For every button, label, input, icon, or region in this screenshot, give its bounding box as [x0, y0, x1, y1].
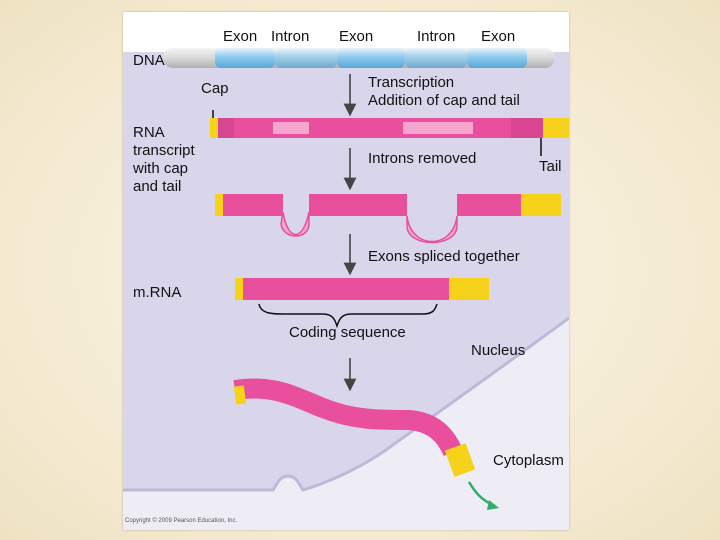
- rna-processing-diagram: [123, 12, 569, 530]
- transcript-tail: [543, 118, 569, 138]
- nuclear-envelope: [123, 316, 569, 492]
- label-coding-sequence: Coding sequence: [289, 324, 406, 341]
- label-mrna: m.RNA: [133, 284, 182, 301]
- label-intron-1: Intron: [271, 28, 310, 45]
- label-exon-2: Exon: [339, 28, 374, 45]
- row2-exon-1: [223, 194, 283, 216]
- mrna-tail: [449, 278, 489, 300]
- exiting-mrna-cap: [233, 385, 247, 405]
- transcript-intron-2: [403, 122, 473, 134]
- exiting-mrna-body: [233, 378, 463, 457]
- figure-panel: Exon Intron Exon Intron Exon DNA Cap Tra…: [123, 12, 569, 530]
- dna-intron-2: [405, 48, 467, 68]
- transcript-body: [218, 118, 543, 138]
- label-cytoplasm: Cytoplasm: [493, 452, 564, 469]
- row2-cap: [215, 194, 223, 216]
- transcript-intron-1: [273, 122, 309, 134]
- header-band: [123, 12, 569, 52]
- exiting-mrna-tail: [444, 443, 476, 477]
- excised-intron-1: [280, 211, 310, 237]
- label-rna-transcript: RNA transcript with cap and tail: [133, 124, 195, 195]
- coding-sequence-brace: [258, 303, 438, 329]
- label-cap: Cap: [201, 80, 229, 97]
- label-introns-removed: Introns removed: [368, 150, 477, 167]
- label-exon-3: Exon: [481, 28, 516, 45]
- label-intron-2: Intron: [417, 28, 456, 45]
- dna-exon-3: [467, 48, 527, 68]
- row2-exon-3: [457, 194, 521, 216]
- label-tail: Tail: [539, 158, 562, 175]
- dna-intron-1: [275, 48, 337, 68]
- excised-intron-2: [406, 215, 458, 244]
- row2-tail: [521, 194, 561, 216]
- dna-exon-1: [215, 48, 275, 68]
- mrna-body: [243, 278, 449, 300]
- mrna-cap: [235, 278, 243, 300]
- dna-exon-2: [337, 48, 405, 68]
- label-exon-1: Exon: [223, 28, 258, 45]
- label-transcription: Transcription Addition of cap and tail: [368, 74, 520, 109]
- label-dna: DNA: [133, 52, 165, 69]
- copyright-notice: Copyright © 2009 Pearson Education, Inc.: [125, 518, 238, 524]
- label-exons-spliced: Exons spliced together: [368, 248, 520, 265]
- label-nucleus: Nucleus: [471, 342, 526, 359]
- transcript-cap: [210, 118, 218, 138]
- row2-exon-2: [309, 194, 407, 216]
